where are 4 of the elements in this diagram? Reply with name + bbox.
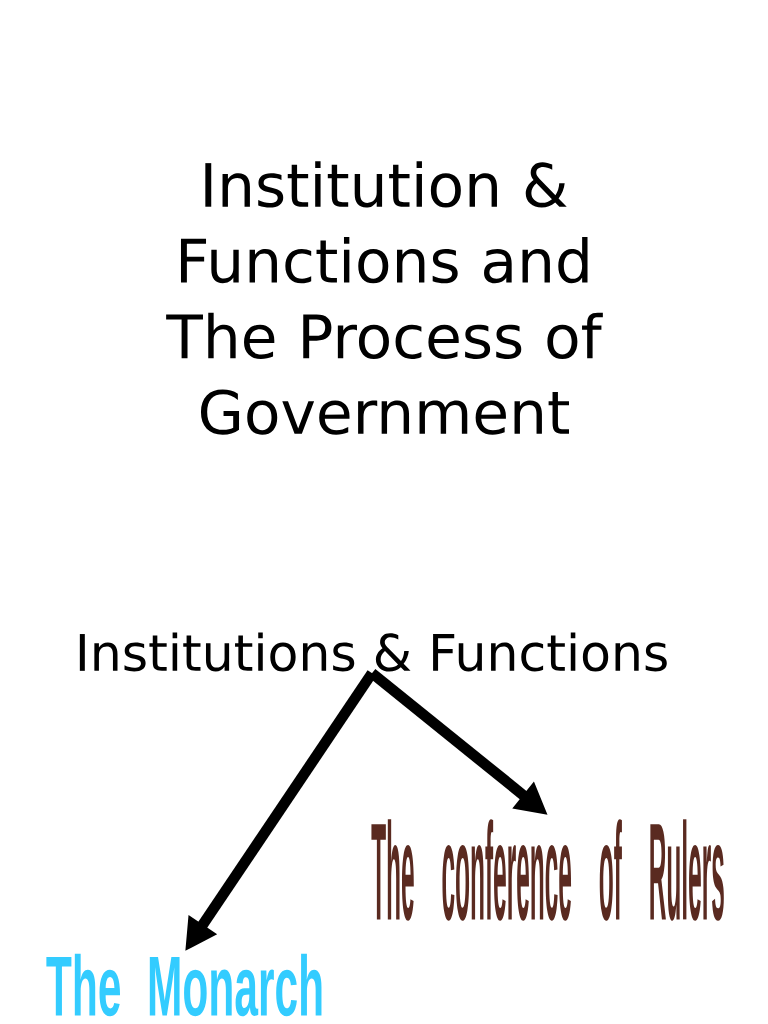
title: Institution & Functions and The Process of Government (166, 161, 603, 435)
wordart-text: The conference of Rulers (371, 819, 724, 921)
heading-text: Institutions & Functions (79, 632, 667, 672)
wordart-text: The Monarch (46, 953, 322, 1017)
